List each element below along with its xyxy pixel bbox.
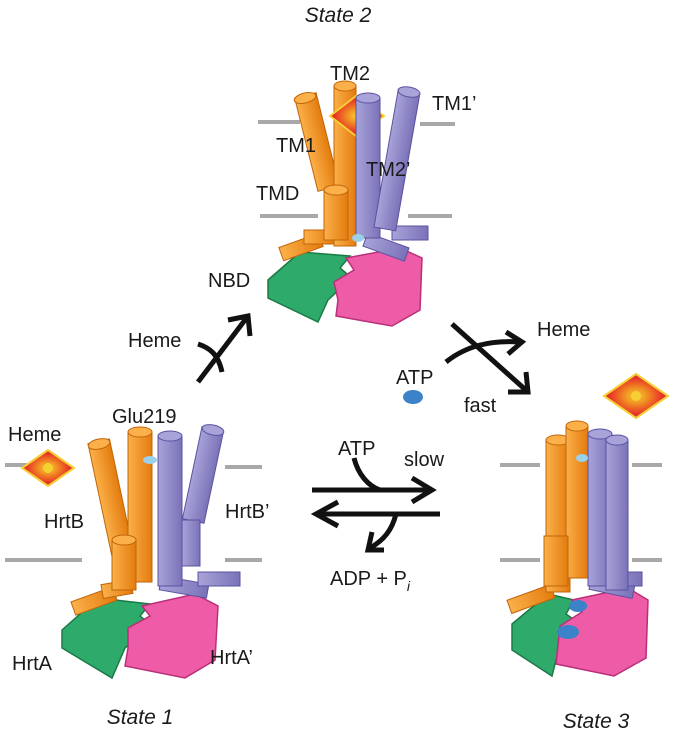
adp-pi-subscript: i <box>407 578 411 594</box>
hrta-prime-label: HrtA’ <box>210 647 253 669</box>
atp-hydrolysis-slow-arrows <box>310 457 440 553</box>
slow-label: slow <box>404 449 445 471</box>
hrta-prime-nbd <box>124 593 219 679</box>
atp-molecule <box>403 390 423 404</box>
tm1-prime-label: TM1’ <box>432 93 476 115</box>
nbd-label: NBD <box>208 270 250 292</box>
hrtb-tm-helices <box>293 80 357 247</box>
hrta-prime-nbd <box>333 247 423 327</box>
state3-title: State 3 <box>563 710 630 733</box>
adp-pi-base: ADP + P <box>330 568 407 590</box>
adp-pi-label: ADP + Pi <box>330 568 411 594</box>
glu219-marker <box>352 234 364 242</box>
hrtb-prime-coupling-helix <box>362 225 429 262</box>
hrtb-prime-tm-helices <box>157 424 225 587</box>
heme-out-label: Heme <box>537 319 590 341</box>
hrtb-label: HrtB <box>44 511 84 533</box>
heme-molecule <box>602 372 670 420</box>
tm2-label: TM2 <box>330 63 370 85</box>
hrtb-tm-helices <box>543 420 589 593</box>
glu219-marker <box>576 454 588 462</box>
fast-label: fast <box>464 395 497 417</box>
hrta-label: HrtA <box>12 653 53 675</box>
atp-fast-label: ATP <box>396 367 433 389</box>
hrtb-prime-tm-helices <box>355 86 421 239</box>
tm2-prime-label: TM2’ <box>366 159 410 181</box>
atp-slow-label: ATP <box>338 438 375 460</box>
heme-label: Heme <box>8 424 61 446</box>
heme-in-label: Heme <box>128 330 181 352</box>
glu219-marker <box>143 456 157 464</box>
state2-title: State 2 <box>305 4 372 27</box>
atp-molecule <box>557 625 579 639</box>
tm1-label: TM1 <box>276 135 316 157</box>
state1-transporter <box>5 424 262 680</box>
heme-binding-arrow <box>196 313 253 384</box>
hrtb-prime-label: HrtB’ <box>225 501 269 523</box>
tmd-label: TMD <box>256 183 299 205</box>
glu219-label: Glu219 <box>112 406 177 428</box>
state2-transporter <box>258 80 455 327</box>
state1-title: State 1 <box>107 706 174 729</box>
heme-molecule <box>20 448 76 488</box>
atp-binding-fast-arrow <box>444 322 531 395</box>
state3-transporter <box>500 372 670 678</box>
atp-molecule <box>569 600 587 612</box>
hrtb-prime-tm-helices <box>587 428 629 591</box>
hrtb-tm-helices <box>87 426 153 591</box>
